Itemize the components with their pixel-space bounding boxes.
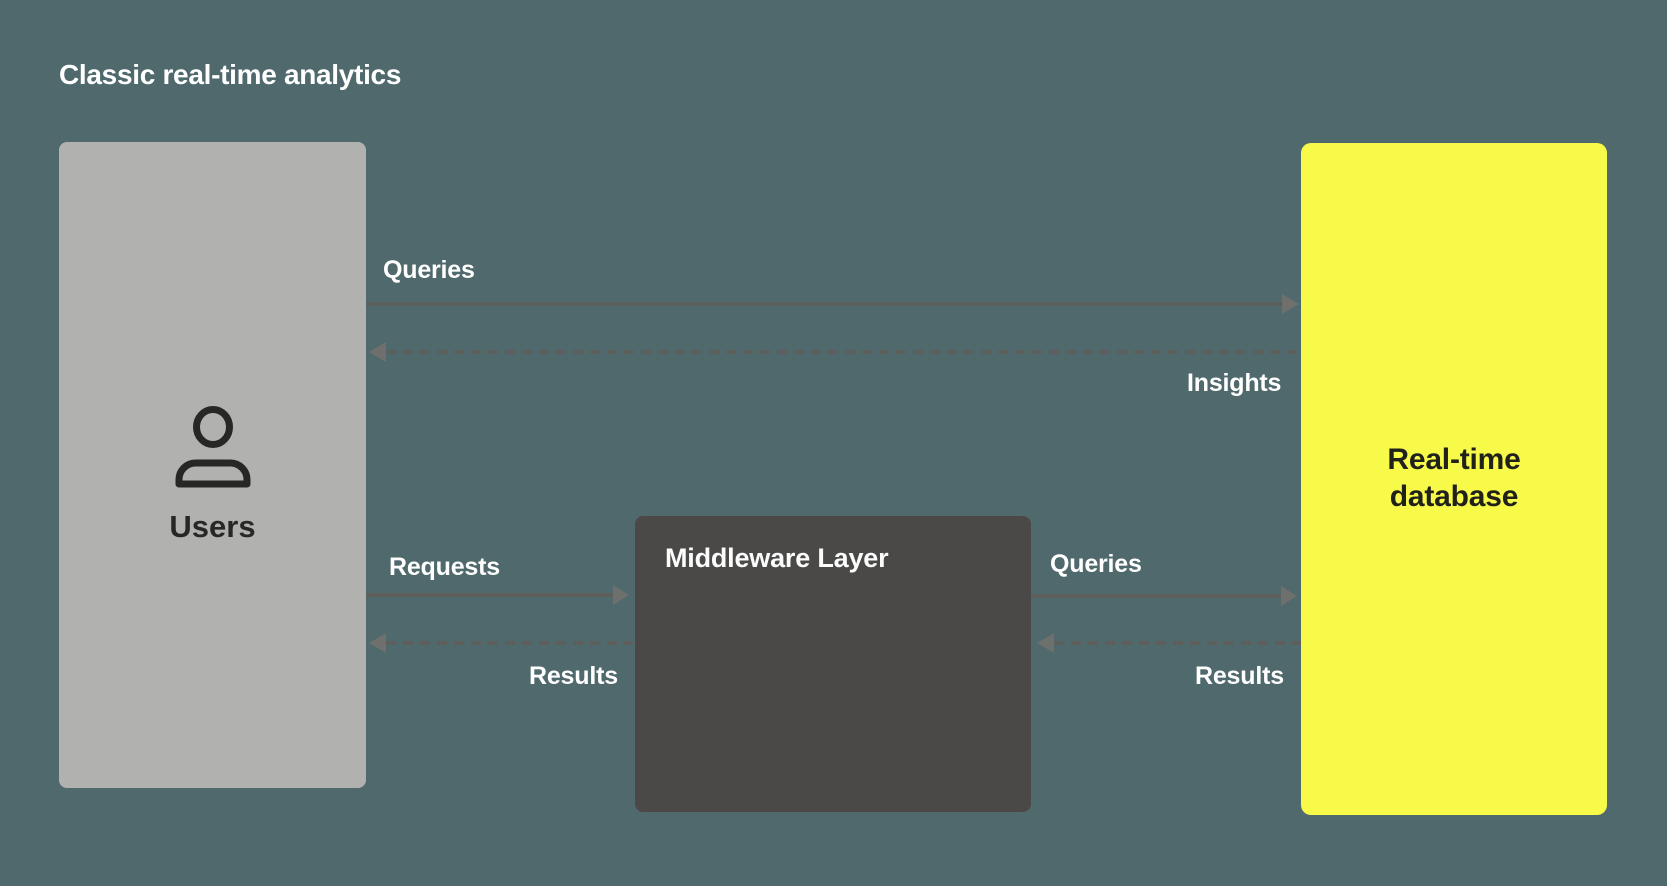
node-users-label: Users [169,508,256,544]
arrow-database-to-middleware [1037,633,1301,653]
arrow-users-to-database [365,294,1299,314]
diagram-title: Classic real-time analytics [59,59,402,90]
edge-label-results-database: Results [1195,662,1284,690]
edge-label-queries-mw-to-db: Queries [1050,550,1142,578]
node-middleware: Middleware Layer [635,516,1031,812]
edge-label-insights: Insights [1187,369,1282,397]
node-middleware-label: Middleware Layer [665,543,889,573]
arrow-users-to-middleware [365,585,629,605]
arrow-middleware-to-database [1031,586,1297,606]
edge-label-requests: Requests [389,553,500,581]
edge-label-queries-users-to-db: Queries [383,256,475,284]
node-database: Real-time database [1301,143,1607,815]
person-icon [174,404,252,493]
arrow-middleware-to-users [369,633,633,653]
edge-label-results-middleware: Results [529,662,618,690]
node-database-label: Real-time database [1387,443,1521,513]
node-users: Users [59,142,366,788]
arrow-database-to-users [369,342,1301,362]
